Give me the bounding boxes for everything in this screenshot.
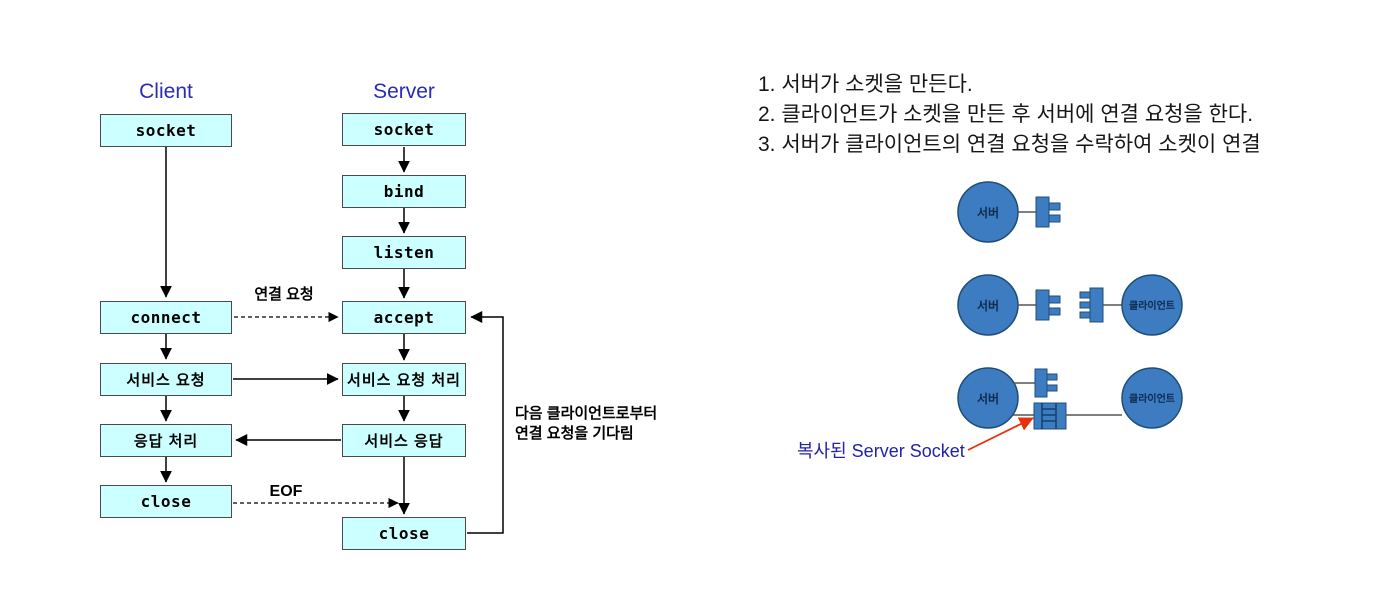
flow-box-client-service-request: 서비스 요청 [100, 363, 232, 396]
note-line-3: 3. 서버가 클라이언트의 연결 요청을 수락하여 소켓이 연결 [758, 133, 1261, 156]
client-circle-3-label: 클라이언트 [1129, 392, 1175, 405]
server-circle-3 [957, 367, 1019, 429]
server-plug-icon-3 [1034, 368, 1058, 398]
copied-server-socket-icon [1033, 402, 1067, 430]
client-circle-3 [1121, 367, 1183, 429]
server-plug-icon-1 [1035, 196, 1061, 228]
flow-box-server-close: close [342, 517, 466, 550]
flow-box-server-listen: listen [342, 236, 466, 269]
flow-box-server-socket: socket [342, 113, 466, 146]
flow-box-client-response-handle: 응답 처리 [100, 424, 232, 457]
note-line-2: 2. 클라이언트가 소켓을 만든 후 서버에 연결 요청을 한다. [758, 103, 1254, 126]
socket-diagram-row3: 서버 클라이언트 [957, 367, 1183, 451]
flow-box-client-socket: socket [100, 114, 232, 147]
flow-box-client-connect: connect [100, 301, 232, 334]
wait-next-client-line2: 연결 요청을 기다림 [515, 425, 634, 442]
copied-socket-pointer-arrow [967, 417, 1034, 451]
client-circle-2 [1121, 274, 1183, 336]
client-circle-2-label: 클라이언트 [1129, 299, 1175, 312]
socket-diagram-row2: 서버 클라이언트 [957, 274, 1183, 336]
server-circle-1 [957, 181, 1019, 243]
server-circle-1-label: 서버 [977, 205, 999, 220]
server-circle-2-label: 서버 [977, 298, 999, 313]
client-plug-icon-2 [1079, 287, 1104, 323]
flow-box-server-service-response: 서비스 응답 [342, 424, 466, 457]
client-column-title: Client [139, 80, 193, 103]
server-circle-2 [957, 274, 1019, 336]
flow-box-client-close: close [100, 485, 232, 518]
connect-request-label: 연결 요청 [254, 286, 314, 303]
note-line-1: 1. 서버가 소켓을 만든다. [758, 73, 973, 96]
server-column-title: Server [373, 80, 435, 103]
flow-box-server-bind: bind [342, 175, 466, 208]
wait-next-client-label: 다음 클라이언트로부터 연결 요청을 기다림 [515, 404, 657, 444]
copied-server-socket-label: 복사된 Server Socket [797, 441, 965, 461]
flow-box-server-request-handle: 서비스 요청 처리 [342, 363, 466, 396]
eof-label: EOF [269, 483, 303, 500]
flow-box-server-accept: accept [342, 301, 466, 334]
server-circle-3-label: 서버 [977, 391, 999, 406]
socket-diagram-row1: 서버 [957, 181, 1061, 243]
wait-next-client-line1: 다음 클라이언트로부터 [515, 405, 658, 422]
arrow-loop-close-to-accept [467, 311, 504, 534]
notes-list: 1. 서버가 소켓을 만든다. 2. 클라이언트가 소켓을 만든 후 서버에 연… [758, 70, 1261, 160]
server-plug-icon-2 [1035, 289, 1061, 321]
